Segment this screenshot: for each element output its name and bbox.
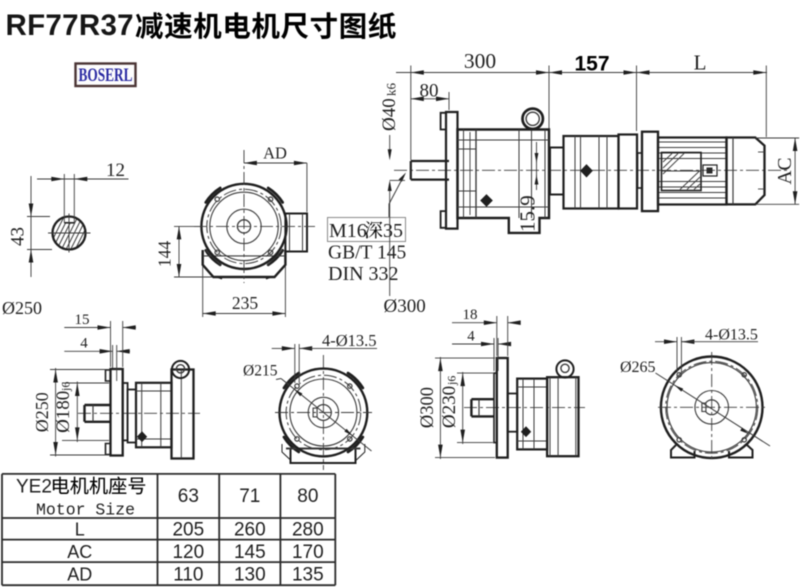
- svg-text:4: 4: [80, 336, 88, 352]
- svg-text:Ø300: Ø300: [384, 296, 426, 317]
- svg-text:120: 120: [172, 542, 204, 563]
- svg-text:AC: AC: [67, 542, 92, 562]
- svg-text:18: 18: [463, 307, 478, 323]
- svg-text:Ø250: Ø250: [32, 392, 52, 432]
- svg-text:130: 130: [234, 565, 266, 586]
- svg-text:L: L: [75, 520, 85, 540]
- svg-text:63: 63: [178, 486, 199, 507]
- svg-text:Ø180: Ø180: [53, 391, 74, 433]
- svg-text:AD: AD: [263, 144, 287, 163]
- svg-text:145: 145: [234, 542, 266, 563]
- svg-text:110: 110: [173, 565, 203, 586]
- svg-text:71: 71: [239, 486, 260, 507]
- svg-text:Motor Size: Motor Size: [36, 501, 135, 520]
- svg-text:80: 80: [420, 81, 439, 102]
- svg-text:Ø215: Ø215: [243, 363, 278, 380]
- svg-text:Ø40: Ø40: [379, 98, 400, 131]
- svg-text:GB/T 145: GB/T 145: [328, 243, 406, 264]
- svg-text:35: 35: [383, 220, 403, 242]
- svg-text:4-Ø13.5: 4-Ø13.5: [705, 327, 758, 344]
- svg-text:j6: j6: [59, 382, 73, 392]
- svg-text:BOSERL: BOSERL: [79, 66, 133, 86]
- svg-text:4: 4: [467, 329, 475, 345]
- svg-text:AD: AD: [67, 565, 92, 585]
- svg-text:Ø230: Ø230: [439, 386, 460, 428]
- svg-text:Ø250: Ø250: [2, 298, 42, 318]
- svg-text:280: 280: [292, 520, 324, 541]
- svg-text:4-Ø13.5: 4-Ø13.5: [322, 331, 377, 350]
- svg-text:135: 135: [292, 565, 324, 586]
- svg-text:157: 157: [574, 53, 609, 76]
- svg-text:j6: j6: [445, 376, 459, 386]
- svg-text:15.9: 15.9: [516, 195, 540, 232]
- svg-text:144: 144: [155, 241, 175, 268]
- svg-text:L: L: [694, 51, 707, 75]
- svg-text:15: 15: [75, 312, 90, 328]
- svg-text:k6: k6: [384, 83, 399, 97]
- svg-text:170: 170: [292, 542, 324, 563]
- svg-text:235: 235: [232, 293, 259, 313]
- svg-text:12: 12: [106, 160, 125, 181]
- svg-text:43: 43: [8, 227, 29, 246]
- svg-text:Ø300: Ø300: [418, 387, 438, 428]
- svg-text:RF77R37: RF77R37: [6, 9, 134, 42]
- svg-text:M16: M16: [329, 220, 367, 242]
- svg-text:205: 205: [172, 520, 204, 541]
- svg-text:DIN 332: DIN 332: [328, 263, 399, 285]
- svg-text:260: 260: [234, 520, 266, 541]
- svg-text:300: 300: [464, 49, 496, 73]
- svg-text:Ø265: Ø265: [620, 359, 656, 376]
- svg-text:YE2: YE2: [16, 477, 52, 498]
- svg-text:AC: AC: [775, 157, 796, 184]
- svg-text:80: 80: [297, 486, 318, 507]
